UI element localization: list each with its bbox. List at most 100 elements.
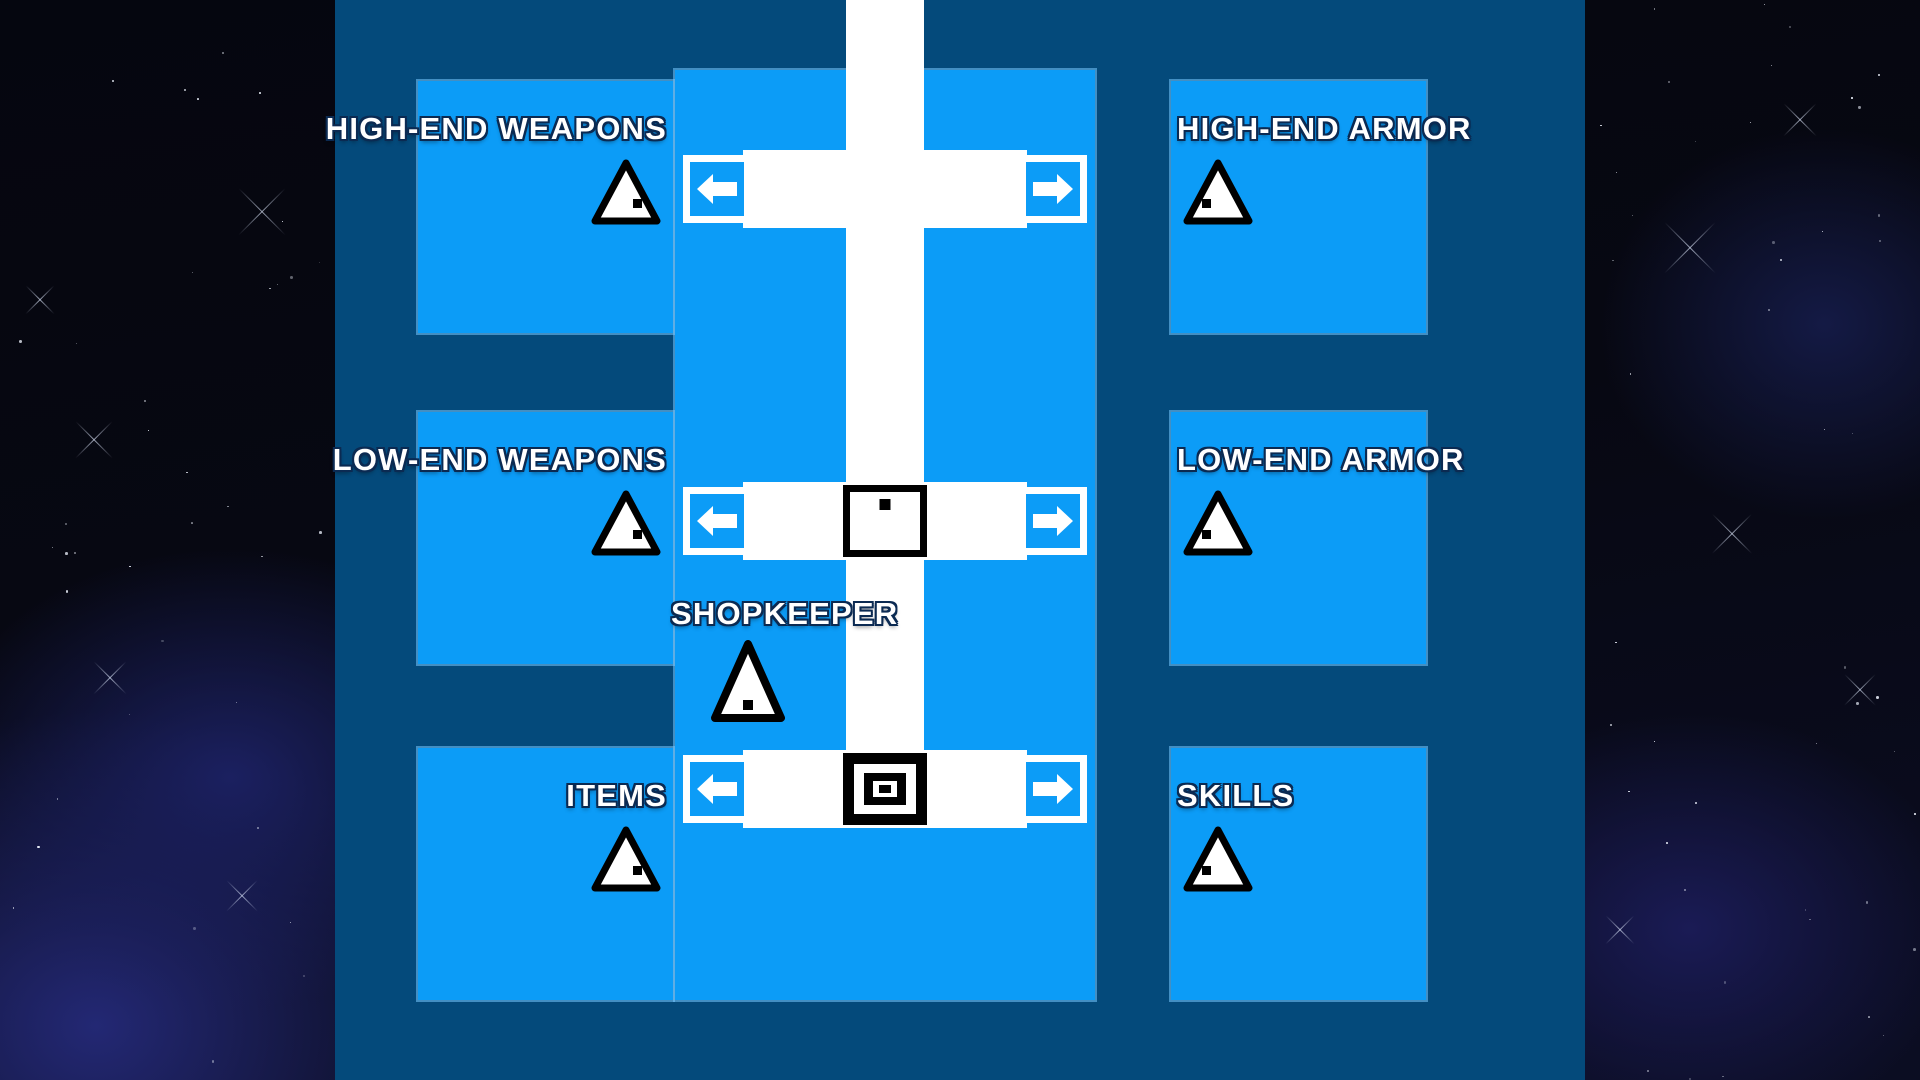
star-dot — [1851, 97, 1853, 99]
triangle-npc-icon — [1183, 490, 1253, 556]
star-dot — [289, 921, 292, 924]
panel-low-end-weapons[interactable]: LOW-END WEAPONS — [333, 412, 673, 664]
star-dot — [257, 827, 260, 830]
panel-low-end-armor[interactable]: LOW-END ARMOR — [1171, 412, 1463, 664]
star-dot — [1882, 1034, 1884, 1036]
star-dot — [186, 471, 188, 474]
star-dot — [128, 713, 130, 715]
star-dot — [211, 1060, 215, 1063]
left-arrow-button-row-3[interactable] — [683, 755, 751, 823]
star-dot — [261, 555, 263, 558]
right-arrow-icon — [1033, 174, 1073, 204]
star-sparkle — [1777, 97, 1823, 143]
star-dot — [1654, 740, 1655, 742]
star-dot — [143, 399, 147, 403]
star-dot — [1804, 909, 1807, 912]
star-dot — [1878, 74, 1881, 77]
right-arrow-icon — [1033, 506, 1073, 536]
star-dot — [235, 701, 237, 703]
right-arrow-icon — [1033, 774, 1073, 804]
square-outline-icon[interactable] — [843, 485, 927, 557]
panel-label-skills: SKILLS — [1177, 778, 1295, 813]
star-dot — [148, 429, 150, 431]
star-dot — [1628, 790, 1630, 793]
star-dot — [1724, 981, 1727, 984]
star-dot — [1912, 947, 1916, 951]
star-sparkle — [1654, 212, 1726, 284]
star-dot — [269, 288, 271, 290]
star-dot — [1632, 214, 1634, 217]
star-dot — [37, 845, 41, 849]
triangle-npc-icon — [1183, 826, 1253, 892]
triangle-npc-icon — [591, 490, 661, 556]
panel-label-high-end-weapons: HIGH-END WEAPONS — [325, 111, 667, 146]
triangle-npc-icon — [1183, 159, 1253, 225]
star-dot — [1770, 64, 1772, 67]
panel-high-end-armor[interactable]: HIGH-END ARMOR — [1171, 81, 1470, 333]
star-sparkle — [20, 280, 60, 320]
left-arrow-button-row-1[interactable] — [683, 155, 751, 223]
square-outline-dot — [879, 499, 891, 510]
panel-skills[interactable]: SKILLS — [1171, 748, 1426, 1000]
star-dot — [1768, 308, 1771, 311]
star-dot — [66, 590, 69, 593]
star-dot — [222, 52, 225, 55]
star-dot — [13, 907, 15, 909]
star-sparkle — [87, 655, 133, 701]
star-dot — [191, 271, 194, 274]
star-sparkle — [1600, 910, 1640, 950]
star-dot — [1722, 1075, 1724, 1078]
star-dot — [1824, 428, 1826, 430]
star-dot — [258, 92, 261, 95]
panel-items[interactable]: ITEMS — [418, 748, 673, 1000]
star-sparkle — [1838, 668, 1882, 712]
center-spine-bar — [846, 0, 924, 818]
star-dot — [1600, 124, 1602, 127]
star-dot — [1878, 239, 1881, 242]
star-dot — [1615, 171, 1618, 174]
triangle-npc-icon — [591, 159, 661, 225]
nested-square-icon[interactable] — [843, 753, 927, 825]
panel-high-end-weapons[interactable]: HIGH-END WEAPONS — [326, 81, 673, 333]
star-dot — [76, 343, 78, 345]
shop-frame: HIGH-END WEAPONS LOW-END WEAPONS ITEMS — [326, 0, 1585, 1080]
star-dot — [191, 522, 193, 525]
star-dot — [193, 927, 196, 930]
star-dot — [1763, 3, 1766, 6]
star-dot — [1868, 1016, 1870, 1018]
star-dot — [1789, 26, 1792, 29]
star-dot — [1749, 121, 1751, 123]
star-dot — [1771, 241, 1775, 245]
left-arrow-button-row-2[interactable] — [683, 487, 751, 555]
panel-label-items: ITEMS — [566, 778, 667, 813]
star-dot — [319, 531, 322, 534]
right-arrow-button-row-3[interactable] — [1019, 755, 1087, 823]
star-dot — [161, 639, 164, 643]
star-dot — [51, 546, 53, 548]
star-dot — [1654, 8, 1656, 10]
star-dot — [197, 98, 199, 100]
right-arrow-button-row-2[interactable] — [1019, 487, 1087, 555]
star-dot — [227, 505, 229, 508]
star-sparkle — [1704, 506, 1760, 562]
star-dot — [1667, 80, 1671, 84]
star-dot — [1615, 641, 1617, 644]
right-arrow-button-row-1[interactable] — [1019, 155, 1087, 223]
shopkeeper-label: SHOPKEEPER — [671, 596, 899, 631]
panel-label-high-end-armor: HIGH-END ARMOR — [1177, 111, 1472, 146]
star-dot — [1694, 141, 1696, 143]
left-arrow-icon — [697, 506, 737, 536]
star-dot — [1666, 841, 1669, 844]
triangle-npc-icon — [591, 826, 661, 892]
star-dot — [1630, 373, 1632, 375]
star-dot — [1779, 258, 1783, 262]
star-dot — [65, 552, 69, 555]
star-dot — [1877, 214, 1881, 217]
panel-label-low-end-armor: LOW-END ARMOR — [1177, 442, 1465, 477]
star-dot — [1913, 813, 1916, 816]
star-dot — [302, 975, 305, 978]
left-arrow-icon — [697, 174, 737, 204]
star-sparkle — [229, 179, 295, 245]
star-dot — [74, 552, 77, 555]
star-dot — [277, 283, 279, 285]
